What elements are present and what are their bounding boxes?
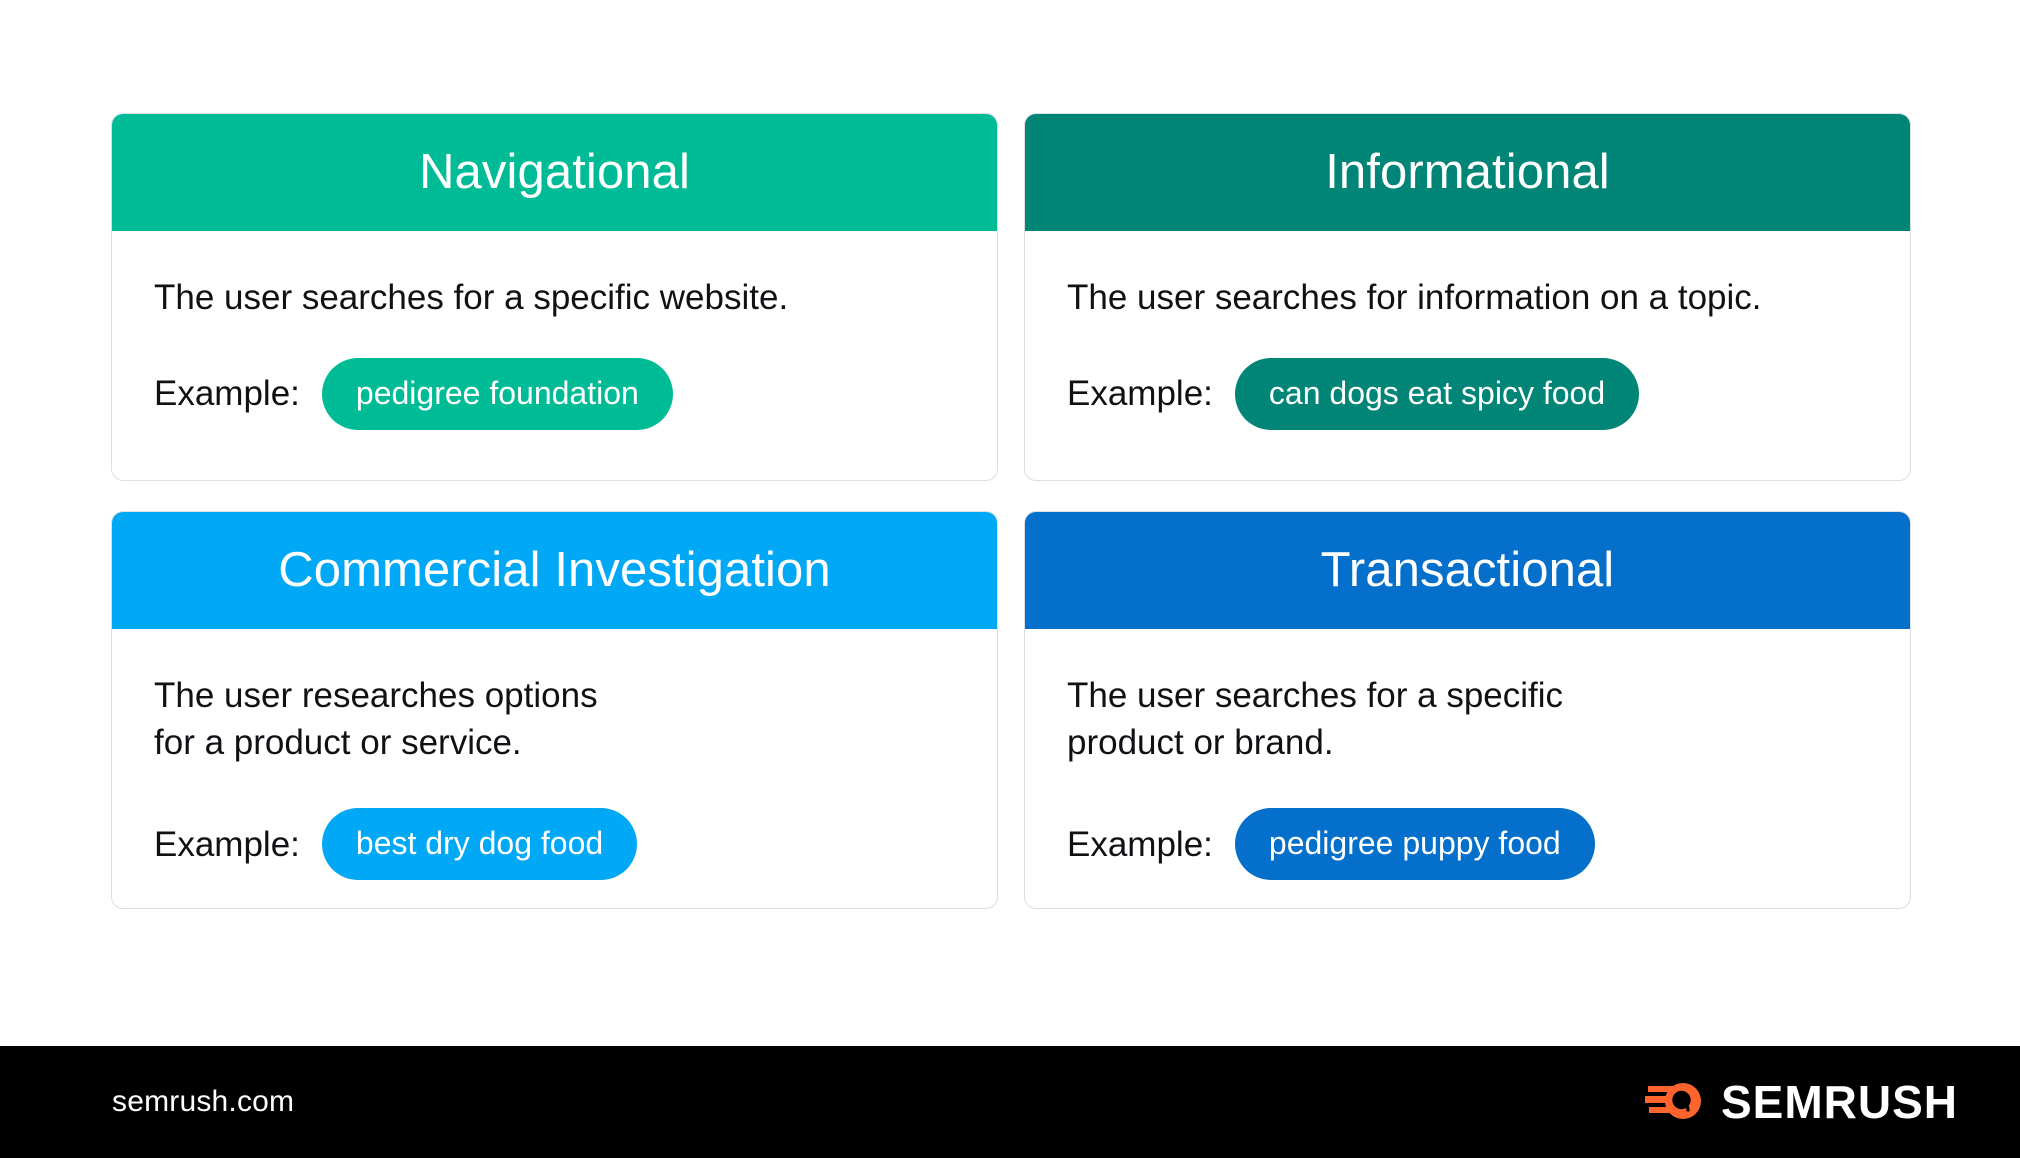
card-header-transactional: Transactional <box>1025 512 1910 629</box>
example-row: Example: can dogs eat spicy food <box>1067 357 1910 430</box>
semrush-wordmark: SEMRUSH <box>1720 1076 1958 1128</box>
card-body-informational: The user searches for information on a t… <box>1025 231 1910 480</box>
footer-bar: semrush.com SEMRUSH <box>0 1046 2020 1158</box>
card-description: The user searches for information on a t… <box>1067 278 1762 317</box>
example-query-pill[interactable]: pedigree foundation <box>321 357 673 430</box>
card-body-commercial-investigation: The user researches options for a produc… <box>112 629 997 908</box>
card-description: The user researches options for a produc… <box>154 676 598 762</box>
example-query-pill[interactable]: pedigree puppy food <box>1234 808 1595 881</box>
example-row: Example: best dry dog food <box>154 808 997 881</box>
card-header-informational: Informational <box>1025 114 1910 231</box>
card-title: Commercial Investigation <box>278 542 831 597</box>
card-header-navigational: Navigational <box>112 114 997 231</box>
card-navigational: Navigational The user searches for a spe… <box>111 113 998 481</box>
semrush-comet-icon <box>1644 1083 1701 1119</box>
card-description: The user searches for a specific website… <box>154 278 789 317</box>
card-description: The user searches for a specific product… <box>1067 676 1564 762</box>
card-title: Informational <box>1325 144 1610 199</box>
example-label: Example: <box>1067 374 1213 414</box>
example-label: Example: <box>154 824 300 864</box>
card-commercial-investigation: Commercial Investigation The user resear… <box>111 511 998 909</box>
example-query-pill[interactable]: best dry dog food <box>321 808 638 881</box>
semrush-logo: SEMRUSH <box>1644 1076 1958 1128</box>
card-informational: Informational The user searches for info… <box>1024 113 1911 481</box>
card-body-transactional: The user searches for a specific product… <box>1025 629 1910 908</box>
card-title: Navigational <box>419 144 690 199</box>
card-title: Transactional <box>1320 542 1615 597</box>
card-transactional: Transactional The user searches for a sp… <box>1024 511 1911 909</box>
card-body-navigational: The user searches for a specific website… <box>112 231 997 480</box>
example-query-pill[interactable]: can dogs eat spicy food <box>1234 357 1640 430</box>
example-label: Example: <box>154 374 300 414</box>
example-row: Example: pedigree puppy food <box>1067 808 1910 881</box>
example-label: Example: <box>1067 824 1213 864</box>
example-row: Example: pedigree foundation <box>154 357 997 430</box>
card-header-commercial-investigation: Commercial Investigation <box>112 512 997 629</box>
search-intent-cards-grid: Navigational The user searches for a spe… <box>111 113 1911 945</box>
footer-site-url: semrush.com <box>112 1085 295 1118</box>
